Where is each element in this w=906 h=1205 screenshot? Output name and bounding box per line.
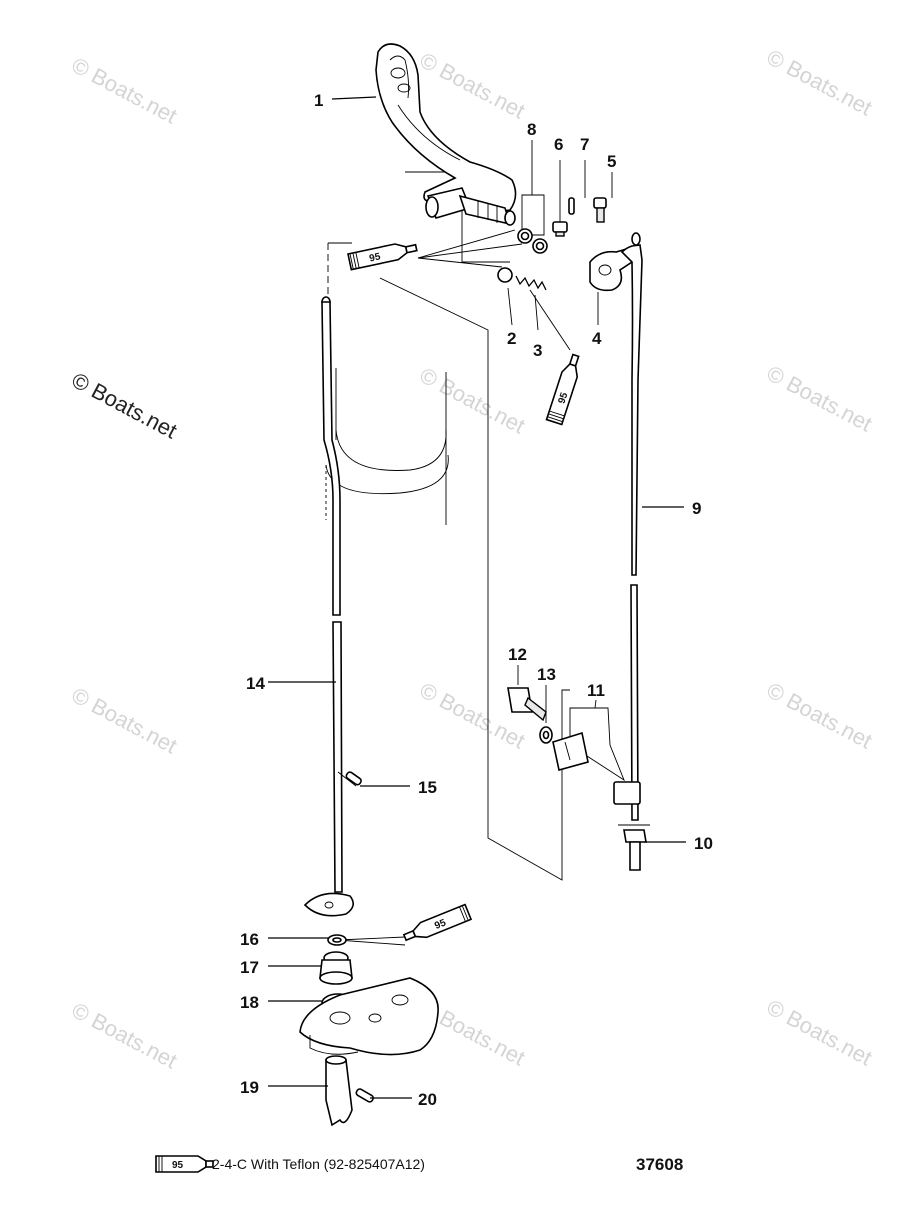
part-12-bolt bbox=[507, 665, 547, 722]
callout-19: 19 bbox=[240, 1078, 259, 1097]
figure-number: 37608 bbox=[636, 1155, 683, 1174]
part-20-pin bbox=[355, 1088, 374, 1103]
lubricant-code: 95 bbox=[433, 917, 448, 932]
callout-9: 9 bbox=[692, 499, 701, 518]
lubricant-code: 95 bbox=[368, 251, 382, 264]
part-13-washer bbox=[539, 685, 553, 744]
leader-lines bbox=[268, 96, 686, 1099]
lubricant-tube-middle: 95 bbox=[545, 353, 580, 426]
part-2-ball bbox=[497, 267, 513, 326]
callout-10: 10 bbox=[694, 834, 713, 853]
part-5-screw bbox=[593, 172, 613, 223]
callout-4: 4 bbox=[592, 329, 602, 348]
shift-lever bbox=[375, 43, 517, 226]
legend: 95 2-4-C With Teflon (92-825407A12) 3760… bbox=[155, 1155, 683, 1174]
part-19-tube bbox=[325, 1055, 353, 1127]
watermark: © Boats.net bbox=[763, 677, 877, 753]
callout-3: 3 bbox=[533, 341, 542, 360]
part-4-cam bbox=[589, 247, 636, 325]
watermark: © Boats.net bbox=[68, 682, 182, 758]
part-3-spring bbox=[515, 275, 547, 331]
callout-16: 16 bbox=[240, 930, 259, 949]
callout-1: 1 bbox=[314, 91, 323, 110]
lubricant-tube-top: 95 bbox=[347, 243, 418, 271]
plate-base bbox=[299, 977, 439, 1056]
watermark: © Boats.net bbox=[416, 47, 530, 123]
callout-18: 18 bbox=[240, 993, 259, 1012]
watermark: © Boats.net bbox=[763, 44, 877, 120]
callout-11: 11 bbox=[587, 681, 605, 700]
part-11-clamp bbox=[552, 707, 625, 782]
watermark-dark: © Boats.net bbox=[68, 367, 182, 443]
lubricant-tube-bottom: 95 bbox=[402, 903, 473, 942]
part-15-pin bbox=[337, 771, 362, 787]
callout-12: 12 bbox=[508, 645, 527, 664]
watermark: © Boats.net bbox=[68, 997, 182, 1073]
watermark: © Boats.net bbox=[68, 52, 182, 128]
callout-14: 14 bbox=[246, 674, 265, 693]
callout-17: 17 bbox=[240, 958, 259, 977]
legend-code: 95 bbox=[172, 1160, 184, 1171]
callout-15: 15 bbox=[418, 778, 437, 797]
callout-6: 6 bbox=[554, 135, 563, 154]
part-17-bushing bbox=[319, 951, 353, 985]
part-16-oring bbox=[327, 934, 347, 946]
callout-2: 2 bbox=[507, 329, 516, 348]
callout-20: 20 bbox=[418, 1090, 437, 1109]
part-7-pin bbox=[568, 160, 586, 215]
callout-5: 5 bbox=[607, 152, 616, 171]
shift-rod-right bbox=[613, 232, 650, 871]
watermark: © Boats.net bbox=[763, 994, 877, 1070]
legend-text: 2-4-C With Teflon (92-825407A12) bbox=[212, 1156, 425, 1172]
watermark: © Boats.net bbox=[763, 360, 877, 436]
lubricant-code: 95 bbox=[557, 391, 571, 405]
watermark: © Boats.net bbox=[416, 362, 530, 438]
callouts: 1 2 3 4 5 6 7 8 9 10 11 12 13 14 15 16 1… bbox=[240, 91, 713, 1109]
legend-tube-icon: 95 bbox=[155, 1155, 214, 1173]
part-8-plate bbox=[521, 140, 545, 236]
callout-7: 7 bbox=[580, 135, 589, 154]
washers bbox=[517, 228, 548, 254]
callout-13: 13 bbox=[537, 665, 556, 684]
part-6-screw bbox=[552, 160, 568, 237]
alignment-lines bbox=[327, 171, 571, 946]
callout-8: 8 bbox=[527, 120, 536, 139]
shift-rod-left bbox=[303, 296, 354, 917]
